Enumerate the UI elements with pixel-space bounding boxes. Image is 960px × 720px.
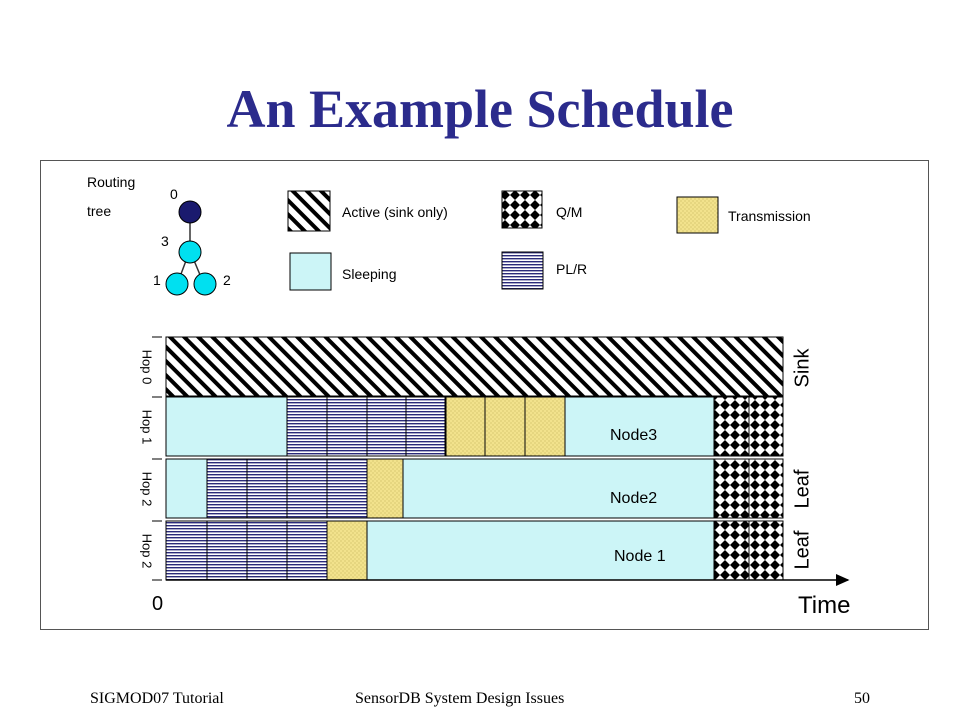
row1-plr-slots: [286, 396, 446, 457]
legend-sleeping-swatch: [289, 252, 332, 291]
row3-qm-slots: [713, 520, 784, 581]
legend-active-label: Active (sink only): [342, 204, 448, 220]
legend-transmission-label: Transmission: [728, 208, 811, 224]
tree-node-0: [178, 200, 202, 224]
diagram-frame: [40, 160, 929, 630]
routing-tree: [165, 200, 217, 296]
tree-node-label-3: 3: [161, 233, 169, 249]
routing-label-tree: tree: [87, 203, 112, 219]
tree-node-3: [178, 240, 202, 264]
legend-sleeping-label: Sleeping: [342, 266, 397, 282]
node-label-node3: Node3: [610, 427, 658, 444]
hop-label: Hop 1: [140, 410, 155, 445]
slide-title: An Example Schedule: [226, 79, 734, 139]
routing-label: Routing: [87, 174, 136, 190]
hop-label: Hop 2: [140, 534, 155, 569]
tree-node-1: [165, 272, 189, 296]
legend-transmission-swatch: [676, 196, 719, 234]
row2-plr-slots: [206, 458, 368, 519]
footer-center: SensorDB System Design Issues: [355, 690, 565, 707]
axis-origin-label: 0: [152, 593, 164, 615]
axis-time-label: Time: [798, 592, 851, 619]
side-label-sink: Sink: [791, 348, 813, 388]
legend-plr-swatch: [501, 251, 544, 290]
node-label-node1: Node 1: [614, 548, 666, 565]
side-label-leaf: Leaf: [791, 469, 813, 508]
tree-node-label-2: 2: [223, 272, 231, 288]
node-label-node2: Node2: [610, 490, 658, 507]
legend-qm-swatch: [501, 190, 543, 229]
schedule-grid: [165, 336, 784, 581]
tree-node-label-1: 1: [153, 272, 161, 288]
row2-qm-slots: [713, 458, 784, 519]
hop-brackets: [152, 336, 162, 581]
footer-page-number: 50: [854, 690, 870, 707]
tree-node-label-0: 0: [170, 186, 178, 202]
sink-active-block: [165, 336, 784, 397]
row3-plr-slots: [165, 520, 328, 581]
legend-active-swatch: [287, 190, 331, 232]
hop-label: Hop 2: [140, 472, 155, 507]
row2-transmission-slot: [366, 458, 404, 519]
hop-label: Hop 0: [140, 350, 155, 385]
row1-transmission-slots: [445, 396, 566, 457]
row3-transmission-slot: [326, 520, 368, 581]
legend-qm-label: Q/M: [556, 204, 583, 220]
legend-plr-label: PL/R: [556, 261, 588, 277]
tree-node-2: [193, 272, 217, 296]
row1-qm-slots: [713, 396, 784, 457]
side-label-leaf: Leaf: [791, 530, 813, 569]
footer-left: SIGMOD07 Tutorial: [90, 690, 224, 707]
